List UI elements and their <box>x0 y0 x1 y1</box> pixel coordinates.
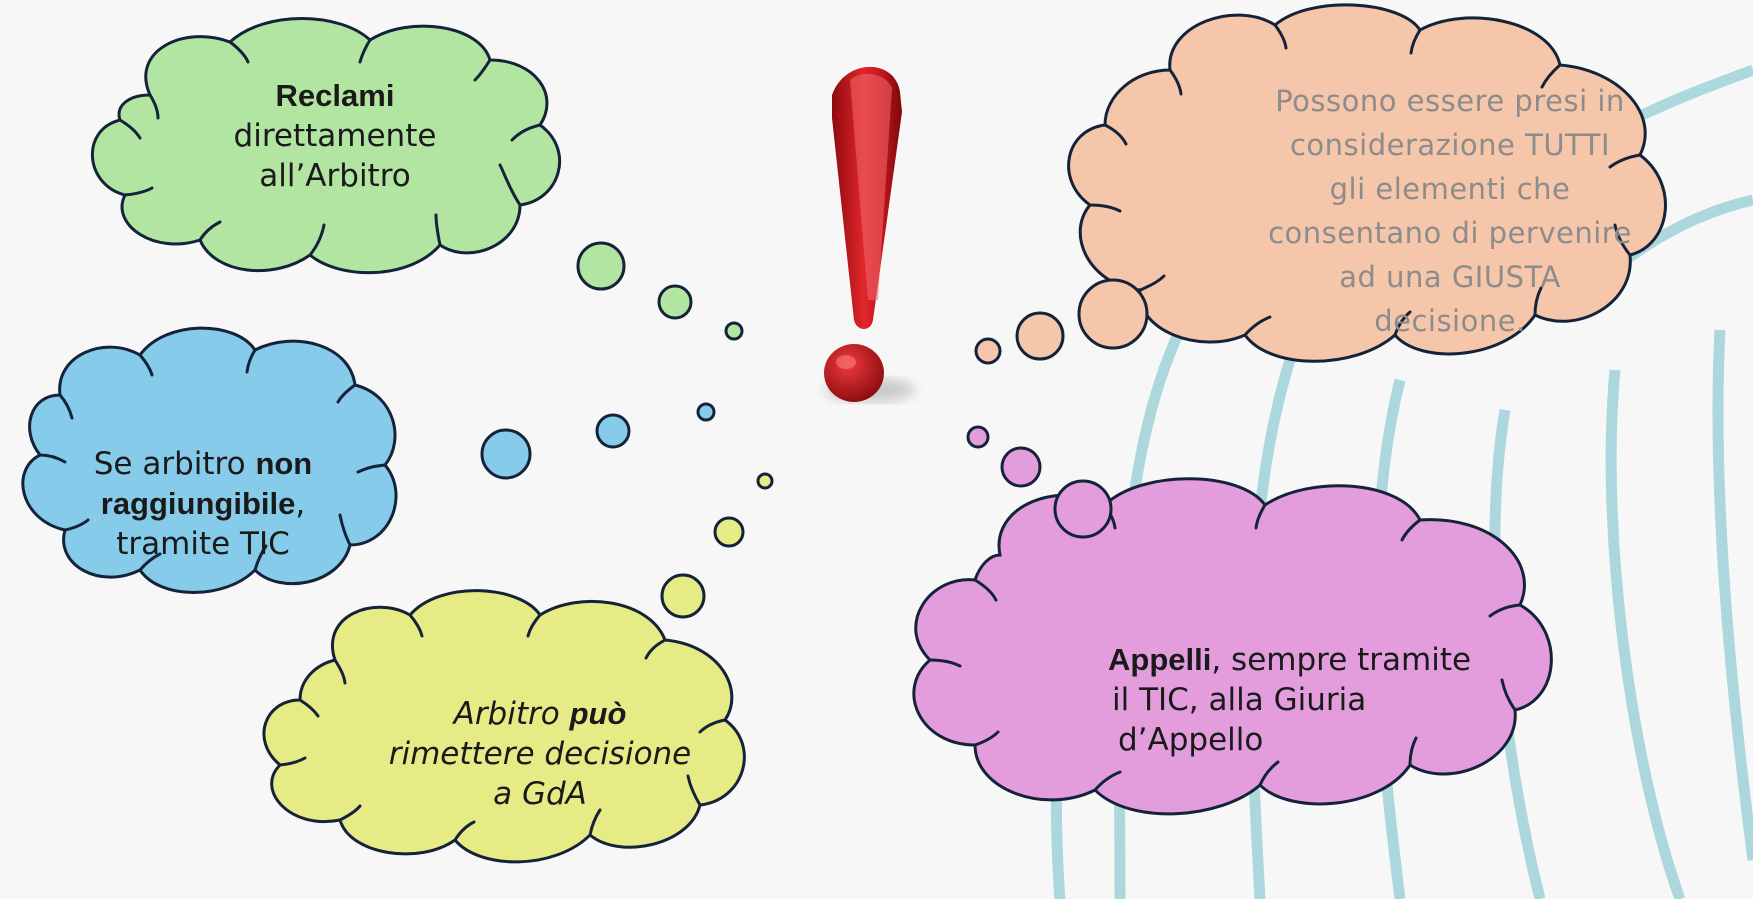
bubble-blue-small <box>696 402 716 422</box>
cloud-giusta-text: Possono essere presi in considerazione T… <box>1240 79 1660 343</box>
bubble-pink-small <box>966 425 990 449</box>
giusta-line-1: Possono essere presi in <box>1275 84 1625 118</box>
cloud-appelli-text: Appelli, sempre tramite il TIC, alla Giu… <box>1108 640 1508 760</box>
gda-line-1-text: Arbitro <box>453 696 570 732</box>
bubble-pink-medium <box>1000 446 1042 488</box>
bubble-peach-large <box>1077 278 1149 350</box>
giusta-line-2: considerazione TUTTI <box>1289 128 1611 162</box>
cloud-tic <box>21 326 398 594</box>
bubble-green-medium <box>657 284 693 320</box>
cloud-reclami <box>91 17 562 275</box>
bubble-blue-medium <box>595 413 631 449</box>
bubble-green-large <box>576 241 626 291</box>
bubble-blue-large <box>480 428 532 480</box>
appelli-line-3: d’Appello <box>1118 722 1264 758</box>
appelli-line-2: il TIC, alla Giuria <box>1112 682 1367 718</box>
bubble-peach-medium <box>1015 311 1065 361</box>
tic-line-1-text: Se arbitro <box>93 446 256 482</box>
gda-line-1-bold: può <box>569 696 627 731</box>
cloud-tic-text: Se arbitro non raggiungibile, tramite TI… <box>78 444 328 564</box>
bubble-yellow-medium <box>713 516 745 548</box>
bubble-yellow-small <box>756 472 774 490</box>
giusta-line-4: consentano di pervenire <box>1268 216 1632 250</box>
reclami-line-3: all’Arbitro <box>259 158 411 194</box>
appelli-line-1-bold: Appelli <box>1108 642 1212 677</box>
thought-bubbles <box>480 241 1149 619</box>
bubble-pink-large <box>1053 479 1113 539</box>
bubble-yellow-large <box>660 573 706 619</box>
tic-line-2-bold: raggiungibile <box>100 486 296 521</box>
appelli-line-1-text: , sempre tramite <box>1211 642 1472 678</box>
exclamation-mark-icon <box>824 66 915 402</box>
giusta-line-6: decisione. <box>1374 304 1526 338</box>
bubble-peach-small <box>974 337 1002 365</box>
tic-line-3: tramite TIC <box>116 526 290 562</box>
cloud-reclami-text: Reclami direttamente all’Arbitro <box>215 76 455 196</box>
tic-line-2-suffix: , <box>295 486 306 522</box>
cloud-gda-text: Arbitro può rimettere decisione a GdA <box>380 694 700 814</box>
gda-line-2: rimettere decisione <box>388 736 692 772</box>
cloud-appelli <box>912 477 1553 816</box>
reclami-heading: Reclami <box>275 78 395 113</box>
tic-line-1-bold: non <box>255 446 313 481</box>
cloud-gda <box>262 589 746 864</box>
reclami-line-2: direttamente <box>233 118 437 154</box>
giusta-line-3: gli elementi che <box>1329 172 1571 206</box>
bubble-green-small <box>724 321 744 341</box>
giusta-line-5: ad una GIUSTA <box>1339 260 1561 294</box>
gda-line-3: a GdA <box>493 776 587 812</box>
cloud-giusta <box>1067 3 1667 363</box>
